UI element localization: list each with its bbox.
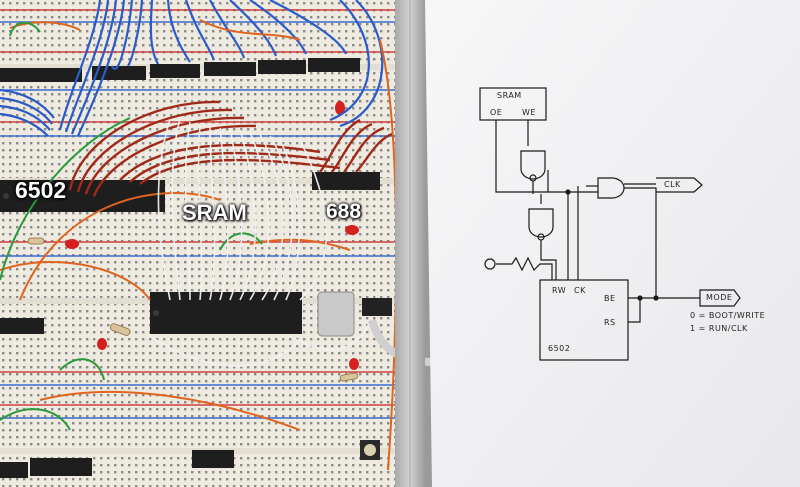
label-sram: SRAM	[182, 200, 247, 225]
label-688: 688	[326, 200, 362, 223]
ic-chips	[0, 58, 380, 478]
chip-6502	[0, 180, 165, 212]
chip-bottom-left	[0, 462, 28, 478]
chip-top-2	[92, 66, 146, 80]
blue-wire-bundle	[0, 0, 384, 137]
chip-top-5	[258, 60, 306, 74]
resistor	[339, 372, 359, 382]
sketch-legend-1: 1 = RUN/CLK	[690, 324, 748, 333]
sketch-sram-box	[479, 87, 547, 121]
sketch-pin-ck: CK	[574, 286, 586, 295]
red-wire-bundle	[68, 100, 393, 197]
white-wire-loom	[149, 117, 371, 367]
sketch-pin-we: WE	[522, 108, 536, 117]
led	[349, 358, 359, 370]
orange-wires	[0, 19, 398, 471]
led	[345, 225, 359, 235]
resistor	[27, 237, 45, 245]
sketch-clk-label: CLK	[664, 180, 681, 189]
sketch-pin-oe: OE	[490, 108, 503, 117]
sketch-sram-title: SRAM	[497, 91, 522, 100]
sketch-pin-rs: RS	[604, 318, 616, 327]
push-button-cap	[364, 444, 376, 456]
leds	[65, 101, 359, 370]
pin-header	[362, 298, 392, 316]
sketch-6502-box	[539, 279, 629, 361]
resistors	[27, 237, 359, 382]
green-wires	[0, 21, 263, 431]
led	[335, 101, 345, 115]
chip-notch	[153, 310, 159, 316]
chip-top-4	[204, 62, 256, 76]
chip-688	[312, 172, 380, 190]
chip-top-3	[150, 64, 200, 78]
chip-top-6	[308, 58, 360, 72]
chip-notch	[3, 193, 9, 199]
sketch-legend-0: 0 = BOOT/WRITE	[690, 311, 766, 320]
sketch-6502-title: 6502	[548, 344, 571, 353]
chip-top-1	[0, 68, 82, 82]
label-6502: 6502	[15, 177, 67, 203]
led	[97, 338, 107, 350]
chip-left-mid	[0, 318, 44, 334]
paper-sheet	[425, 0, 800, 487]
chip-bottom-mid	[192, 450, 234, 468]
schematic-sketch	[479, 87, 741, 361]
led	[65, 239, 79, 249]
chip-sram	[150, 292, 302, 334]
chip-mc74hc32	[30, 458, 92, 476]
sketch-mode-label: MODE	[706, 293, 733, 302]
power-rails	[0, 9, 395, 419]
sketch-pin-rw: RW	[552, 286, 567, 295]
oscillator-can	[317, 291, 355, 337]
sketch-pin-be: BE	[604, 294, 616, 303]
resistor	[110, 323, 131, 336]
